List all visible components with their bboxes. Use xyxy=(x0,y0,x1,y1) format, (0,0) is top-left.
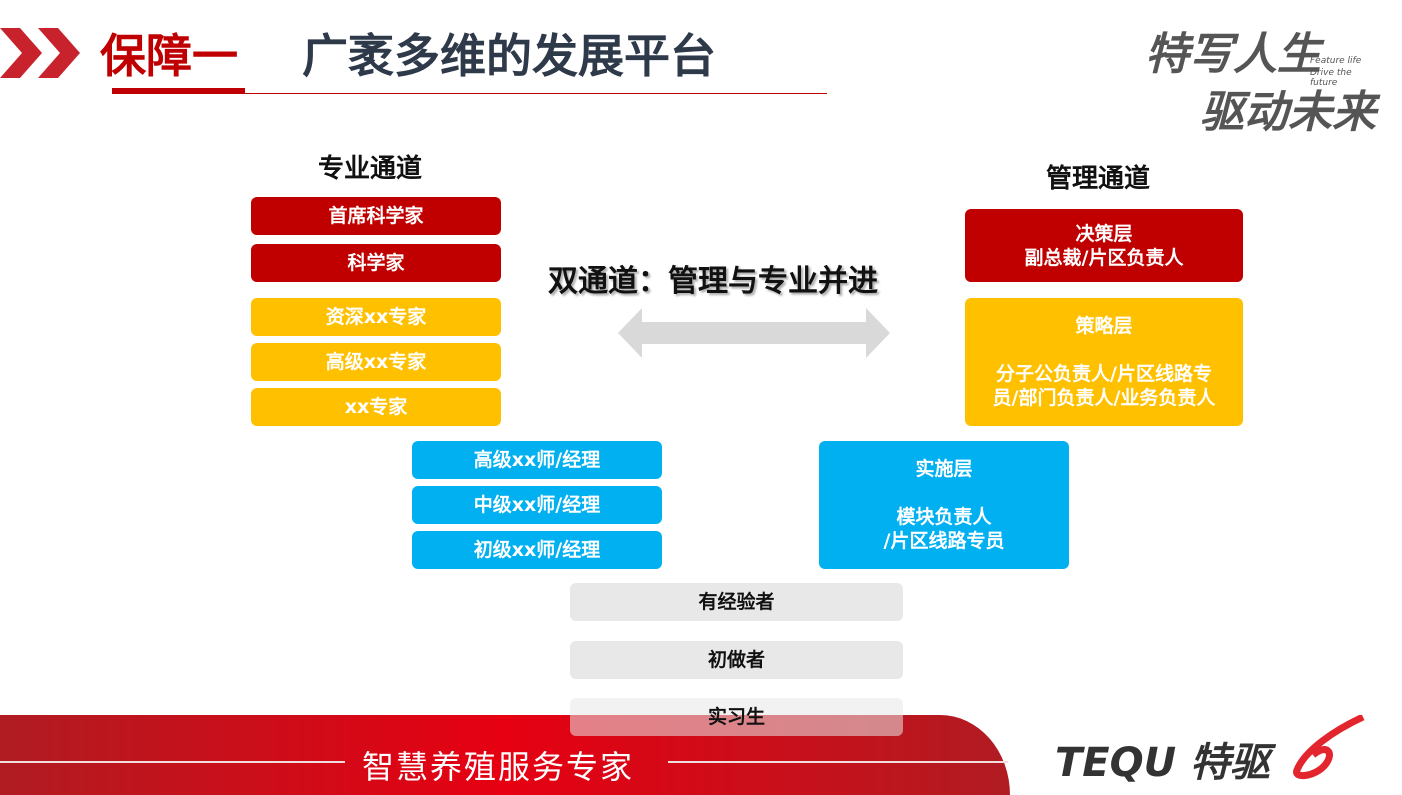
slogan-logo: 特写人生 驱动未来 Feature life Drive the future xyxy=(1145,29,1376,138)
footer-line-right xyxy=(668,761,1008,763)
level-advanced-expert: 高级xx专家 xyxy=(251,343,501,381)
double-arrow-icon xyxy=(618,308,890,358)
level-senior-expert: 资深xx专家 xyxy=(251,298,501,336)
dual-channel-text: 双通道：管理与专业并进 xyxy=(548,264,878,299)
decision-layer: 决策层副总裁/片区负责人 xyxy=(965,209,1243,282)
professional-channel-title: 专业通道 xyxy=(318,154,423,184)
title-underline xyxy=(245,93,827,94)
strategy-layer: 策略层分子公负责人/片区线路专员/部门负责人/业务负责人 xyxy=(965,298,1243,426)
level-junior-engineer: 初级xx师/经理 xyxy=(412,531,662,569)
level-mid-engineer: 中级xx师/经理 xyxy=(412,486,662,524)
level-intern: 实习生 xyxy=(570,698,903,736)
brand-mark-icon xyxy=(1293,715,1365,780)
level-beginner: 初做者 xyxy=(570,641,903,679)
title-underline-thick xyxy=(112,88,245,94)
management-channel-title: 管理通道 xyxy=(1046,164,1151,194)
level-chief-scientist: 首席科学家 xyxy=(251,197,501,235)
level-experienced: 有经验者 xyxy=(570,583,903,621)
footer-slogan: 智慧养殖服务专家 xyxy=(362,748,635,786)
header-tag: 保障一 xyxy=(100,29,238,83)
level-scientist: 科学家 xyxy=(251,244,501,282)
level-expert: xx专家 xyxy=(251,388,501,426)
brand-logo: TEQU 特驱 xyxy=(1055,740,1271,786)
footer-line-left xyxy=(0,761,345,763)
level-senior-engineer: 高级xx师/经理 xyxy=(412,441,662,479)
implementation-layer: 实施层模块负责人/片区线路专员 xyxy=(819,441,1069,569)
page-title: 广袤多维的发展平台 xyxy=(302,29,716,83)
chevron-arrows-icon xyxy=(0,28,80,78)
